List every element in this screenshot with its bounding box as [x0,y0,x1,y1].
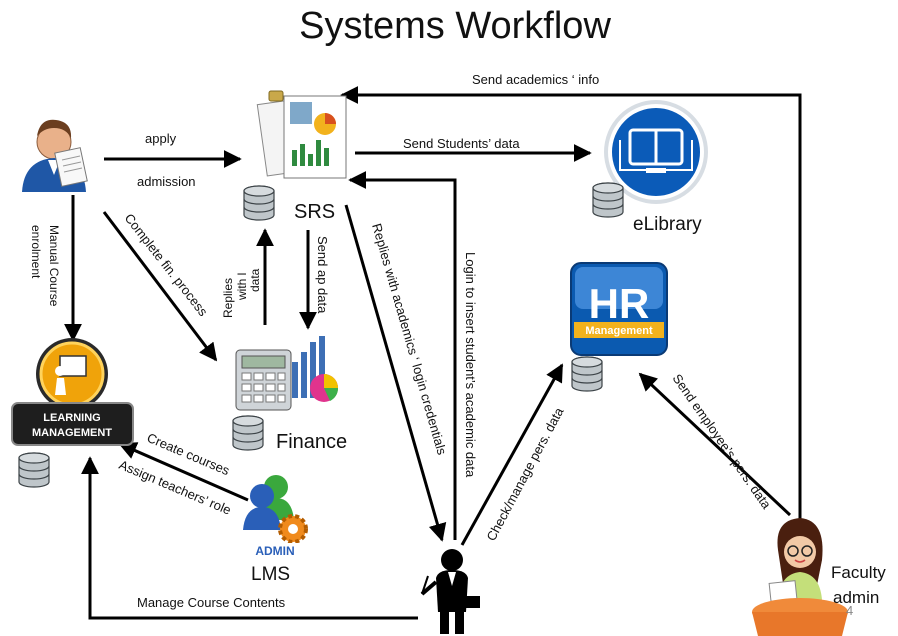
edge-check-manage [460,363,564,546]
elibrary-database-icon [592,182,624,218]
label-send-academics-info: Send academics ‘ info [472,72,599,87]
lms-label: LMS [251,564,290,585]
diagram-title: Systems Workflow [299,5,611,47]
label-replies-2: with l [235,273,249,301]
label-manage-contents: Manage Course Contents [137,595,286,610]
hr-management-icon: HR Management [570,262,668,356]
label-manual-course-1: Manual Course [47,225,61,307]
label-apply: apply [145,131,177,146]
faculty-admin-icon [752,518,848,636]
page-number: 4 [846,603,853,618]
edge-replies-login [344,204,447,542]
label-replies-3: data [248,268,262,292]
label-send-ap-data: Send ap data [315,236,330,314]
edge-send-academics-info [340,86,802,522]
edge-manage-contents [81,456,418,620]
edge-create-courses [118,442,249,502]
learning-management-icon: LEARNING MANAGEMENT [11,338,134,446]
label-check-manage: Check/manage pers. data [483,404,566,543]
label-send-employee: Send employee’s pers. data [670,371,775,512]
learning-line1: LEARNING [43,412,100,424]
academic-staff-icon [420,549,480,634]
label-admission: admission [137,174,196,189]
label-complete-fin: Complete fin. process [122,211,212,320]
faculty-label-line2: admin [833,588,879,607]
srs-documents-icon [256,90,347,179]
srs-database-icon [243,185,275,221]
hr-database-icon [571,356,603,392]
finance-calculator-icon [235,336,339,411]
edge-login-insert [348,171,457,540]
student-icon [22,119,88,192]
learning-line2: MANAGEMENT [32,427,112,439]
elibrary-label: eLibrary [633,214,702,235]
finance-database-icon [232,415,264,451]
label-replies-1: Replies [221,278,235,318]
label-send-students-data: Send Students’ data [403,136,520,151]
hr-small-text: Management [585,325,653,337]
label-manual-course-2: enrolment [29,225,43,279]
edges [64,86,802,620]
faculty-label-line1: Faculty [831,563,886,582]
edge-complete-fin [102,211,218,362]
srs-label: SRS [294,201,335,223]
edge-send-employee [638,372,792,517]
learning-database-icon [18,452,50,488]
lms-badge-text: ADMIN [255,544,294,558]
hr-big-text: HR [589,280,650,327]
lms-admin-icon: ADMIN [243,475,308,558]
finance-label: Finance [276,431,347,453]
elibrary-icon [604,100,708,204]
label-login-insert: Login to insert student’s academic data [463,252,478,478]
